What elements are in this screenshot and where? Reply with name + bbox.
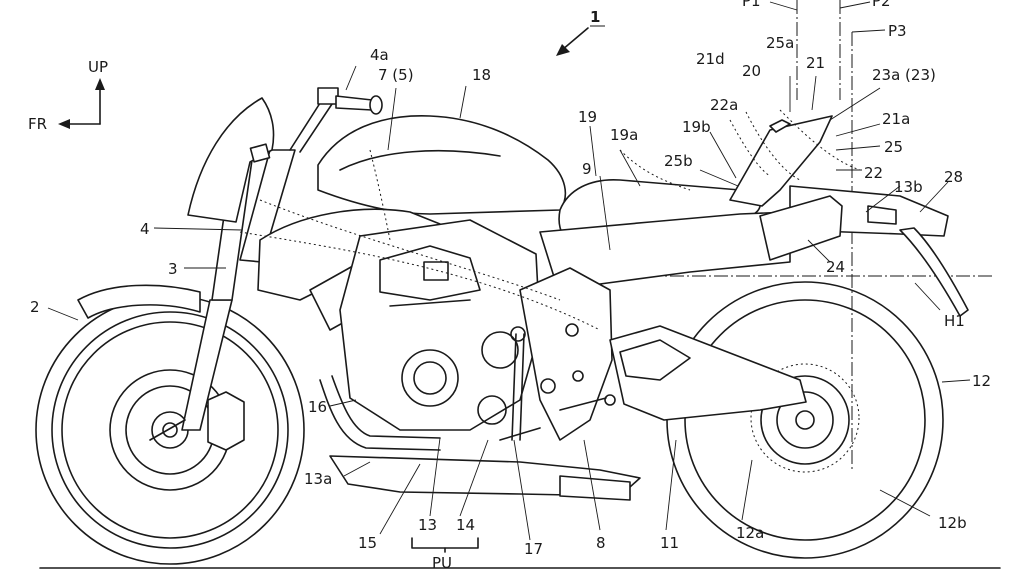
label-4a: 4a <box>370 46 389 64</box>
label-25a: 25a <box>766 34 794 52</box>
label-3: 3 <box>168 260 178 278</box>
front-cowl <box>187 97 275 223</box>
label-pu: PU <box>432 554 452 572</box>
label-15: 15 <box>358 534 377 552</box>
label-22a: 22a <box>710 96 738 114</box>
label-19a: 19a <box>610 126 638 144</box>
label-23a: 23a (23) <box>872 66 936 84</box>
rear-cowl <box>729 115 833 207</box>
main-frame <box>519 267 613 441</box>
footpeg <box>499 394 616 441</box>
label-2: 2 <box>30 298 40 316</box>
up-label: UP <box>88 58 108 76</box>
label-21a: 21a <box>882 110 910 128</box>
label-14: 14 <box>456 516 475 534</box>
rear-wheel <box>666 281 944 559</box>
label-h1: H1 <box>944 312 965 330</box>
label-25b: 25b <box>664 152 693 170</box>
rear-shock <box>510 326 526 441</box>
label-21: 21 <box>806 54 825 72</box>
orientation-indicator <box>58 78 105 129</box>
label-12: 12 <box>972 372 991 390</box>
label-4: 4 <box>140 220 150 238</box>
front-wheel <box>35 295 305 565</box>
handlebar <box>289 87 383 153</box>
label-25: 25 <box>884 138 903 156</box>
label-7: 7 (5) <box>378 66 414 84</box>
label-11: 11 <box>660 534 679 552</box>
label-24: 24 <box>826 258 845 276</box>
label-28: 28 <box>944 168 963 186</box>
label-8: 8 <box>596 534 606 552</box>
label-12b: 12b <box>938 514 967 532</box>
label-19b: 19b <box>682 118 711 136</box>
pu-bracket <box>411 537 479 553</box>
label-22: 22 <box>864 164 883 182</box>
label-p2: P2 <box>872 0 891 10</box>
label-18: 18 <box>472 66 491 84</box>
label-p1: P1 <box>742 0 761 10</box>
leader-lines <box>47 65 971 541</box>
fig-number: 1 <box>590 8 600 26</box>
label-9: 9 <box>582 160 592 178</box>
label-20: 20 <box>742 62 761 80</box>
label-19: 19 <box>578 108 597 126</box>
engine <box>339 219 541 431</box>
label-13: 13 <box>418 516 437 534</box>
label-21d: 21d <box>696 50 725 68</box>
label-p3: P3 <box>888 22 907 40</box>
label-13a: 13a <box>304 470 332 488</box>
fuel-tank <box>317 115 567 215</box>
label-12a: 12a <box>736 524 764 542</box>
label-13b: 13b <box>894 178 923 196</box>
front-fender <box>77 284 201 319</box>
muffler <box>759 195 843 261</box>
fr-label: FR <box>28 115 47 133</box>
dotted-guides <box>239 109 861 331</box>
figure-pointer <box>556 25 605 56</box>
label-17: 17 <box>524 540 543 558</box>
label-16: 16 <box>308 398 327 416</box>
